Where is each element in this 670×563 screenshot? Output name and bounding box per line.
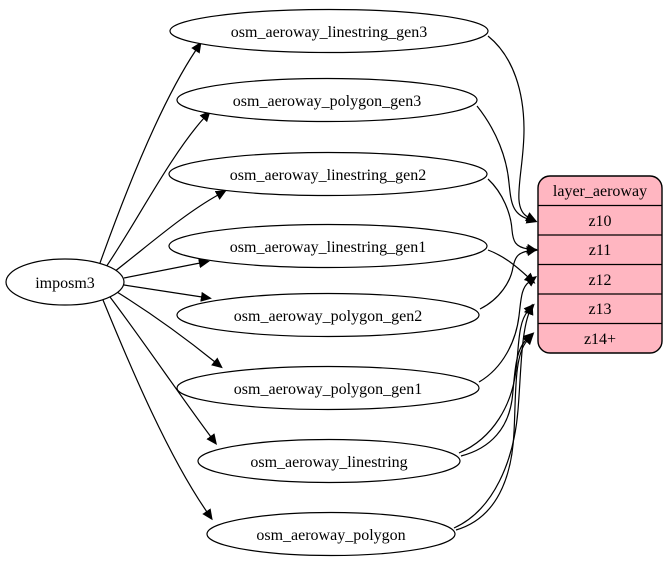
edge-osm_aeroway_polygon--z14+	[455, 333, 534, 531]
imposm3-ellipse	[5, 258, 125, 306]
edge-osm_aeroway_polygon--z13	[453, 303, 534, 529]
table-label: osm_aeroway_polygon_gen2	[234, 308, 422, 325]
edge-osm_aeroway_linestring_gen2--z11	[487, 178, 538, 254]
imposm3-label: imposm3	[35, 275, 95, 292]
table-label: osm_aeroway_polygon	[256, 527, 405, 544]
layer-row-z11: z11	[589, 242, 612, 259]
edge-osm_aeroway_polygon_gen3--z10	[476, 105, 538, 224]
node-osm_aeroway_polygon: osm_aeroway_polygon	[206, 511, 456, 557]
table-ellipse	[176, 365, 480, 411]
node-osm_aeroway_linestring_gen2: osm_aeroway_linestring_gen2	[168, 151, 488, 197]
edge-osm_aeroway_linestring--z13	[458, 303, 535, 454]
edge-imposm3--osm_aeroway_polygon	[102, 299, 213, 521]
edge-osm_aeroway_linestring--z14+	[460, 332, 535, 457]
table-label: osm_aeroway_linestring	[250, 454, 407, 471]
edge-osm_aeroway_linestring_gen3--z10	[487, 35, 537, 222]
table-ellipse	[206, 511, 456, 557]
node-osm_aeroway_polygon_gen1: osm_aeroway_polygon_gen1	[176, 365, 480, 411]
layer-row-z10: z10	[588, 213, 611, 230]
node-imposm3: imposm3	[5, 258, 125, 306]
layer-row-z12: z12	[588, 272, 611, 289]
layer-row-z13: z13	[588, 301, 611, 318]
edge-imposm3--osm_aeroway_linestring_gen1	[123, 258, 210, 279]
edge-osm_aeroway_polygon_gen2--z11	[479, 246, 538, 310]
edge-imposm3--osm_aeroway_linestring	[109, 296, 217, 446]
edge-osm_aeroway_polygon_gen1--z12	[478, 275, 537, 383]
edge-imposm3--osm_aeroway_polygon_gen1	[116, 291, 223, 369]
edge-imposm3--osm_aeroway_polygon_gen3	[105, 110, 211, 268]
edges-tables-to-layer	[453, 35, 538, 531]
edge-imposm3--osm_aeroway_linestring_gen3	[99, 41, 202, 264]
table-ellipse	[197, 438, 461, 484]
table-label: osm_aeroway_linestring_gen3	[231, 24, 427, 41]
node-osm_aeroway_linestring_gen3: osm_aeroway_linestring_gen3	[169, 8, 489, 54]
node-layer-aeroway: layer_aeroway z10 z11 z12 z13 z14+	[537, 175, 663, 354]
layer-row-z14plus: z14+	[584, 331, 616, 348]
table-ellipse	[169, 8, 489, 54]
edges-source-to-tables	[99, 41, 227, 521]
node-osm_aeroway_polygon_gen2: osm_aeroway_polygon_gen2	[176, 292, 480, 338]
table-label: osm_aeroway_linestring_gen1	[230, 239, 426, 256]
table-ellipse	[176, 77, 478, 123]
edge-osm_aeroway_linestring_gen1--z12	[487, 249, 536, 284]
edge-imposm3--osm_aeroway_linestring_gen2	[113, 190, 227, 273]
table-ellipse	[168, 223, 488, 269]
layer-title: layer_aeroway	[553, 183, 647, 200]
node-osm_aeroway_polygon_gen3: osm_aeroway_polygon_gen3	[176, 77, 478, 123]
table-label: osm_aeroway_polygon_gen1	[234, 381, 422, 398]
table-ellipse	[168, 151, 488, 197]
table-ellipse	[176, 292, 480, 338]
table-label: osm_aeroway_polygon_gen3	[233, 93, 421, 110]
node-osm_aeroway_linestring_gen1: osm_aeroway_linestring_gen1	[168, 223, 488, 269]
table-label: osm_aeroway_linestring_gen2	[230, 167, 426, 184]
node-osm_aeroway_linestring: osm_aeroway_linestring	[197, 438, 461, 484]
edge-imposm3--osm_aeroway_polygon_gen2	[123, 284, 212, 302]
